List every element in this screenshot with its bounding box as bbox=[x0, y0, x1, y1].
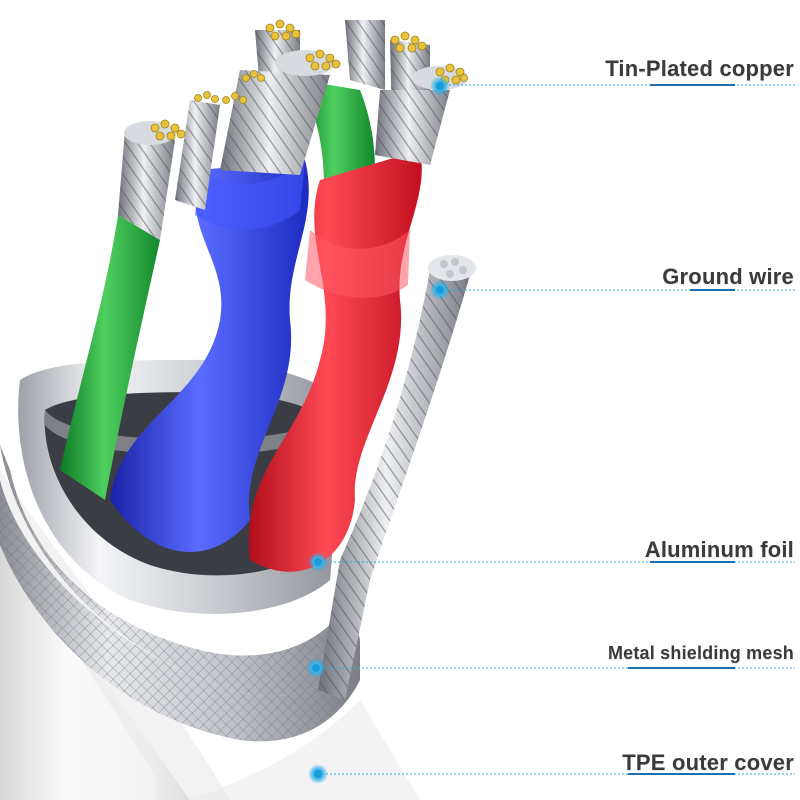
label-aluminum-foil: Aluminum foil bbox=[644, 537, 794, 562]
label-ground-wire: Ground wire bbox=[662, 264, 794, 289]
green-wire bbox=[60, 121, 176, 500]
red-wire bbox=[248, 66, 468, 572]
ground-wire bbox=[318, 255, 476, 700]
label-tpe-outer-cover: TPE outer cover bbox=[622, 750, 794, 775]
callout-dots bbox=[306, 76, 450, 784]
blue-wire bbox=[110, 50, 335, 553]
label-tin-plated-copper: Tin-Plated copper bbox=[605, 56, 794, 81]
leader-underlines bbox=[628, 84, 735, 775]
label-metal-shielding-mesh: Metal shielding mesh bbox=[607, 643, 794, 663]
